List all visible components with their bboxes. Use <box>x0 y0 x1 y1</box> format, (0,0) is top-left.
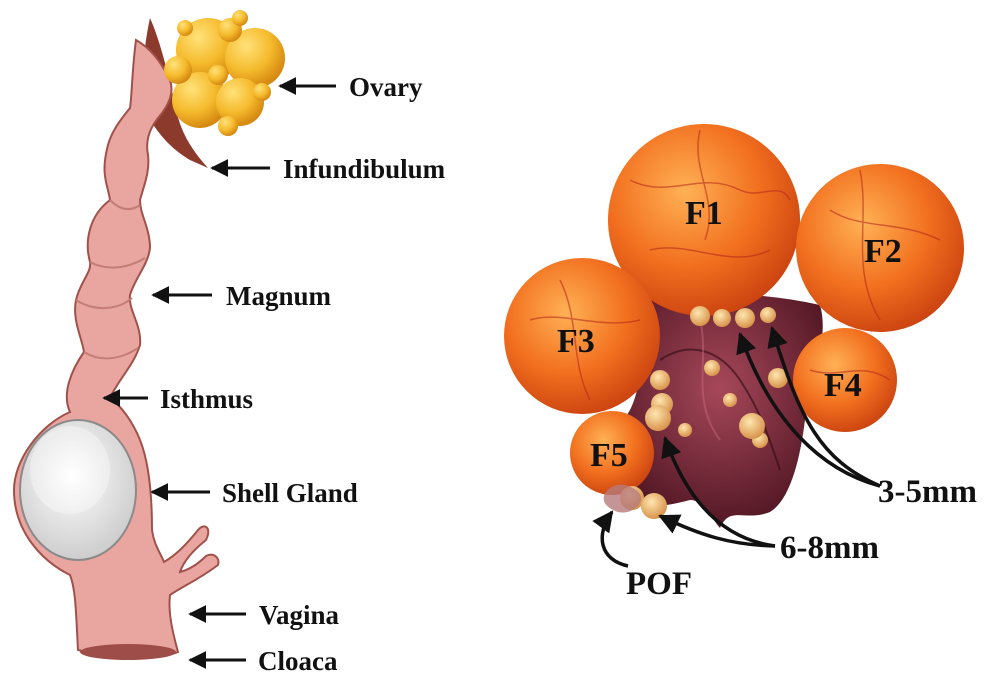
label-cloaca: Cloaca <box>258 646 338 676</box>
label-magnum: Magnum <box>226 281 332 311</box>
label-f3: F3 <box>557 323 595 360</box>
label-f4: F4 <box>824 367 862 404</box>
arrow-pof <box>602 512 628 566</box>
label-pof: POF <box>626 566 692 602</box>
label-f2: F2 <box>864 233 902 270</box>
label-f5: F5 <box>590 437 628 474</box>
label-f1: F1 <box>685 195 723 232</box>
label-shell-gland: Shell Gland <box>222 478 358 508</box>
ovary-cluster <box>164 10 285 136</box>
cloaca-opening <box>80 644 176 660</box>
label-isthmus: Isthmus <box>160 384 253 414</box>
oviduct-tube <box>14 40 218 657</box>
label-6-8mm: 6-8mm <box>780 530 879 566</box>
label-3-5mm: 3-5mm <box>878 474 977 510</box>
label-ovary: Ovary <box>349 72 423 102</box>
label-vagina: Vagina <box>259 600 340 630</box>
oviduct-illustration <box>14 10 285 660</box>
label-infundibulum: Infundibulum <box>283 154 446 184</box>
